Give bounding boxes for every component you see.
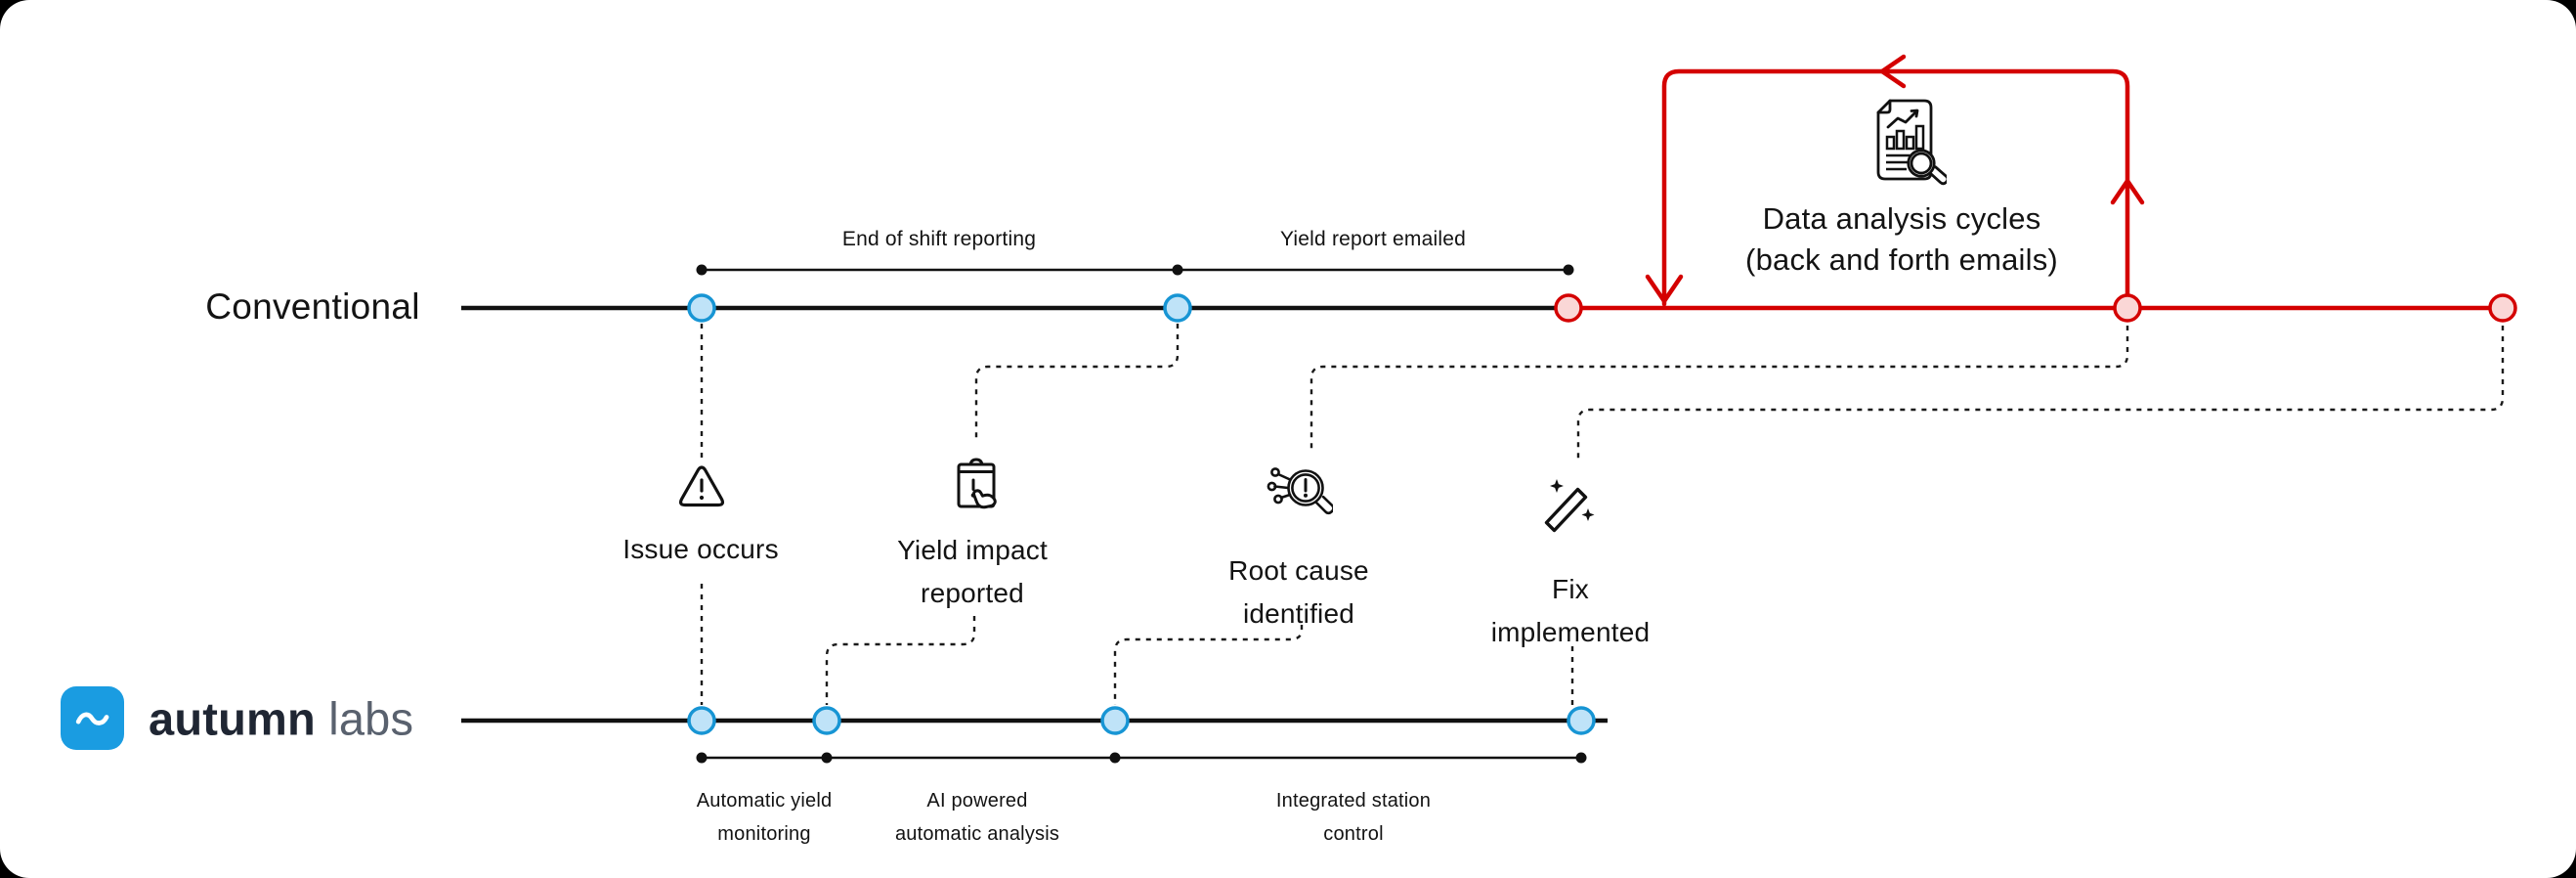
event-dot-red-1 [1554, 293, 1583, 323]
autumn-label-ai-analysis: AI powered automatic analysis [894, 790, 1060, 845]
connector-yield-impact-bottom [825, 616, 976, 705]
feedback-loop [1645, 54, 2145, 309]
conventional-measure [696, 264, 1574, 276]
autumn-labs-logo [61, 686, 124, 750]
autumn-dot-4 [1567, 706, 1596, 735]
autumn-dot-3 [1100, 706, 1130, 735]
stage-label-root-cause: Root cause identified [1228, 555, 1369, 629]
stage-label-yield-impact: Yield impact reported [897, 535, 1048, 608]
connector-yield-impact-top [974, 324, 1180, 442]
report-magnifier-icon [1876, 99, 1947, 186]
sparkle-star-icon [1581, 508, 1595, 521]
event-dot-blue-2 [1163, 293, 1192, 323]
autumn-dot-1 [687, 706, 716, 735]
connector-root-cause-bottom [1113, 625, 1304, 705]
conventional-event-dots [687, 293, 2517, 323]
autumn-measure [696, 752, 1587, 764]
loop-arrow-down-icon [1645, 274, 1684, 304]
stage-label-issue-occurs: Issue occurs [623, 534, 779, 564]
event-dot-red-2 [2113, 293, 2142, 323]
autumn-labs-wordmark: autumn labs [149, 691, 413, 745]
loop-callout-line1: Data analysis cycles [1762, 201, 2041, 236]
autumn-label-monitoring: Automatic yield monitoring [696, 790, 833, 845]
sparkle-star-icon [1550, 479, 1564, 493]
wave-icon [75, 712, 108, 725]
loop-arrow-up-icon [2110, 178, 2145, 205]
dashed-connectors [700, 324, 2505, 705]
feedback-loop-path [1661, 68, 2130, 309]
loop-callout-label: Data analysis cycles (back and forth ema… [1745, 198, 2058, 281]
root-cause-magnifier-icon [1267, 467, 1333, 515]
warning-triangle-icon [678, 465, 725, 507]
conventional-track-label: Conventional [205, 286, 420, 327]
brand-word-labs: labs [328, 692, 414, 745]
event-dot-red-3 [2488, 293, 2517, 323]
autumn-label-station-control: Integrated station control [1275, 790, 1432, 845]
measure-label-yield-report: Yield report emailed [1280, 228, 1466, 250]
autumn-event-dots [687, 706, 1596, 735]
connector-root-cause-top [1309, 326, 2129, 450]
loop-arrow-left-icon [1879, 54, 1907, 89]
connector-fix-top [1576, 326, 2505, 463]
brand-word-autumn: autumn [149, 692, 316, 745]
autumn-dot-2 [812, 706, 841, 735]
magic-wand-icon [1544, 479, 1595, 533]
stage-label-fix: Fix implemented [1490, 574, 1651, 647]
measure-label-end-of-shift: End of shift reporting [841, 228, 1037, 250]
loop-callout-line2: (back and forth emails) [1745, 242, 2058, 277]
event-dot-blue-1 [687, 293, 716, 323]
clipboard-report-icon [957, 458, 997, 509]
